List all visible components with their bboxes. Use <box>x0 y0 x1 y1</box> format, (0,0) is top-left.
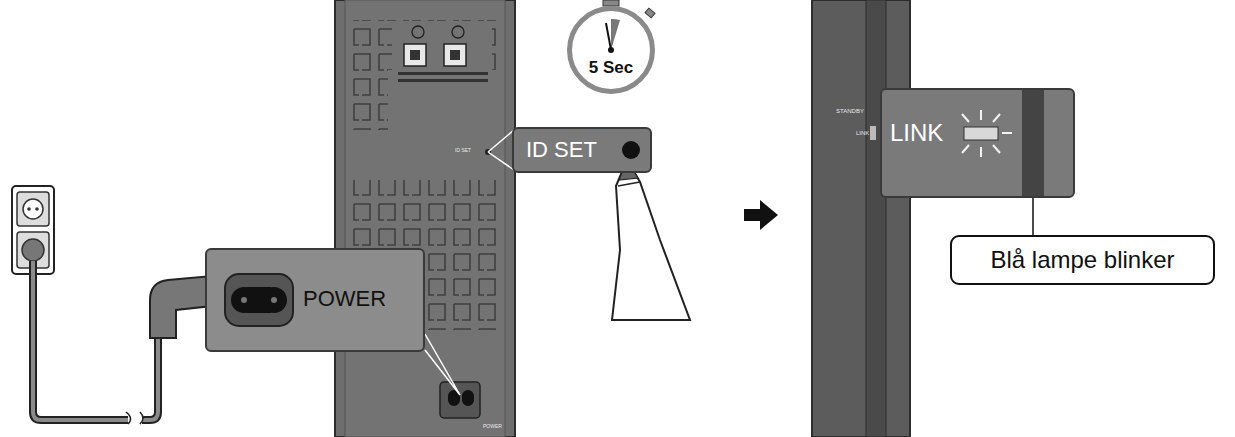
stopwatch: 5 Sec <box>567 6 655 94</box>
node-text: ID SET <box>526 138 597 162</box>
leader-line <box>1032 198 1034 235</box>
stopwatch-dial <box>572 11 650 89</box>
pen <box>612 160 690 320</box>
panel-label: POWER <box>483 424 502 429</box>
panel-label: ID SET <box>455 148 471 153</box>
callout-box: POWER <box>205 248 425 352</box>
panel-label: LINK <box>856 130 869 136</box>
power-cable <box>33 261 158 420</box>
node-text: Blå lampe blinker <box>952 247 1213 273</box>
callout-box: LINK <box>880 88 1075 198</box>
node-text: POWER <box>303 287 386 311</box>
panel-label: STANDBY <box>836 108 864 114</box>
callout-box: ID SET <box>512 127 652 173</box>
power-socket-icon <box>207 250 302 350</box>
leader-line <box>425 334 460 395</box>
node-text: 5 Sec <box>572 59 650 78</box>
subwoofer-back <box>335 0 515 437</box>
label-box: Blå lampe blinker <box>950 235 1215 285</box>
subwoofer-front <box>812 0 910 437</box>
wall-outlet <box>12 186 54 274</box>
step-arrow <box>744 200 778 230</box>
node-text: LINK <box>890 120 943 146</box>
leader-line <box>488 130 514 170</box>
power-plug <box>150 276 212 338</box>
